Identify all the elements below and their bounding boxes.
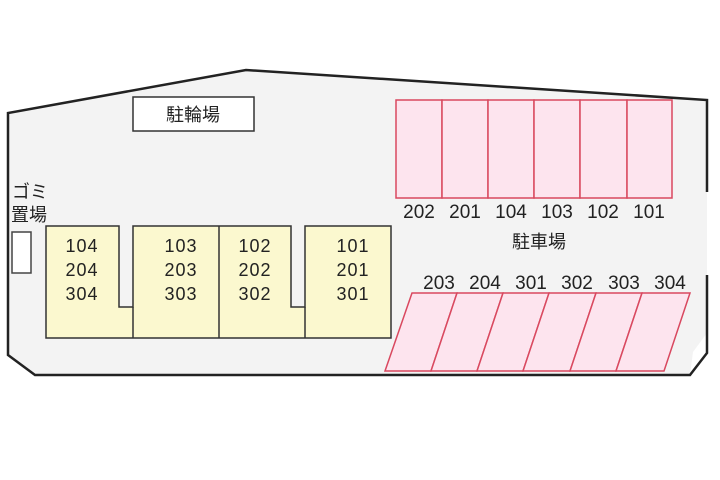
unit-label: 201 <box>336 260 369 280</box>
parking-label: 104 <box>495 202 527 223</box>
unit-label: 303 <box>164 284 197 304</box>
parking-space <box>533 99 581 199</box>
parking-label: 101 <box>633 202 665 223</box>
garbage-label-line1: ゴミ <box>12 182 48 203</box>
parking-labels-top: 202 201 104 103 102 101 <box>403 202 665 223</box>
parking-label: 202 <box>403 202 435 223</box>
unit-label: 104 <box>65 236 98 256</box>
building-block-3: 102 202 302 <box>238 236 271 304</box>
parking-space <box>395 99 443 199</box>
building-block-4: 101 201 301 <box>336 236 369 304</box>
unit-label: 202 <box>238 260 271 280</box>
unit-label: 203 <box>164 260 197 280</box>
parking-labels-bottom: 203 204 301 302 303 304 <box>423 273 686 294</box>
garbage-label-line2: 置場 <box>11 205 47 226</box>
unit-label: 301 <box>336 284 369 304</box>
parking-space <box>579 99 628 199</box>
parking-label: 103 <box>541 202 573 223</box>
bicycle-parking: 駐輪場 <box>132 96 255 132</box>
car-parking-label: 駐車場 <box>512 232 566 253</box>
parking-row-bottom <box>383 292 692 372</box>
building-block-1: 104 204 304 <box>65 236 98 304</box>
unit-label: 103 <box>164 236 197 256</box>
parking-label: 203 <box>423 273 455 294</box>
parking-space <box>441 99 489 199</box>
parking-label: 304 <box>654 273 686 294</box>
apartment-building: 104 204 304 103 203 303 102 202 302 101 … <box>45 225 392 339</box>
parking-space <box>626 99 673 199</box>
unit-label: 302 <box>238 284 271 304</box>
site-outline <box>6 68 709 377</box>
parking-row-top <box>395 99 673 199</box>
building-block-2: 103 203 303 <box>164 236 197 304</box>
parking-label: 204 <box>469 273 501 294</box>
parking-label: 201 <box>449 202 481 223</box>
unit-label: 101 <box>336 236 369 256</box>
parking-space <box>614 292 692 372</box>
unit-label: 204 <box>65 260 98 280</box>
parking-label: 301 <box>515 273 547 294</box>
parking-space <box>487 99 535 199</box>
parking-label: 102 <box>587 202 619 223</box>
unit-label: 304 <box>65 284 98 304</box>
bicycle-parking-label: 駐輪場 <box>166 105 220 126</box>
garbage-area: ゴミ 置場 <box>11 182 48 274</box>
parking-label: 302 <box>561 273 593 294</box>
unit-label: 102 <box>238 236 271 256</box>
parking-label: 303 <box>608 273 640 294</box>
